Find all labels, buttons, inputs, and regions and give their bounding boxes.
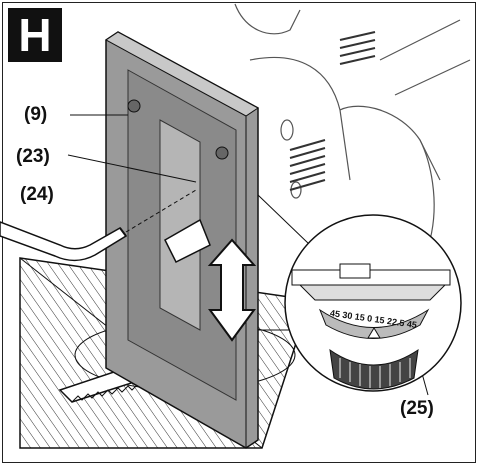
grip-ridges <box>289 31 376 191</box>
callout-hex-key: (24) <box>20 184 54 205</box>
adjust-direction-arrow <box>207 238 257 342</box>
callout-fixing-screw: (23) <box>16 146 50 167</box>
tool-body-outline <box>234 3 471 241</box>
panel-letter-badge: H <box>8 8 62 62</box>
callout-base-plate: (9) <box>24 104 48 125</box>
base-plate <box>105 31 259 449</box>
hex-key <box>0 189 197 262</box>
callout-bevel-scale: (25) <box>400 398 434 419</box>
scale-inset: 45 30 15 0 15 22.5 45 <box>284 214 462 392</box>
